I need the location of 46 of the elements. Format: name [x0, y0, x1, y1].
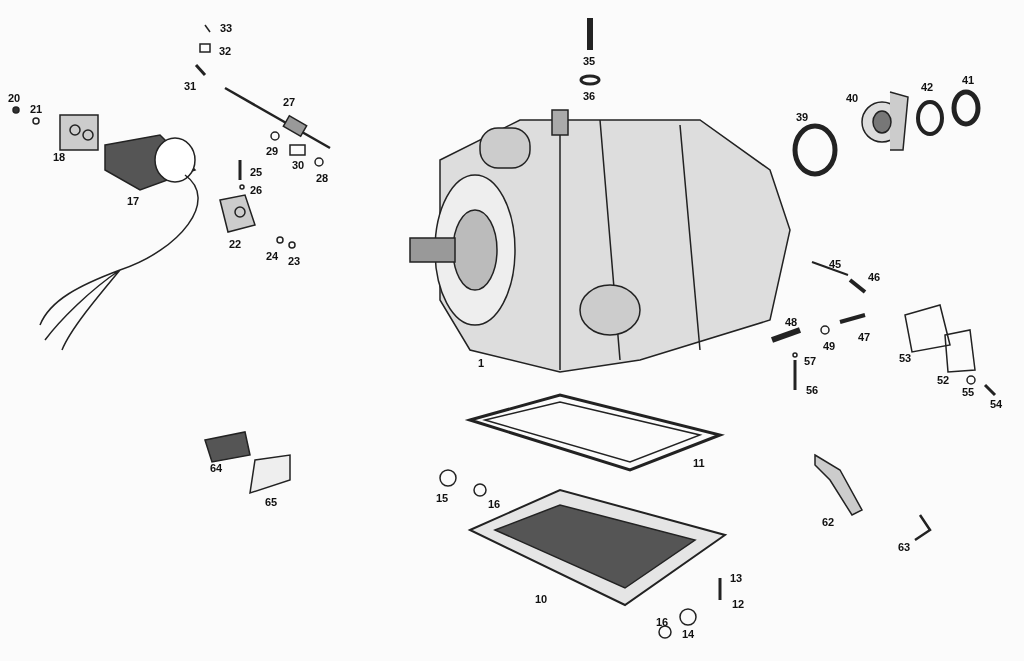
callout-number: 28 — [316, 172, 329, 184]
callout-number: 55 — [962, 386, 975, 398]
callout-number: 46 — [868, 271, 881, 283]
callout-number: 33 — [220, 22, 233, 34]
callout-number: 15 — [436, 492, 449, 504]
callout-number: 49 — [823, 340, 836, 352]
callout-number: 40 — [846, 92, 859, 104]
callout-number: 56 — [806, 384, 819, 396]
callout-number: 45 — [829, 258, 842, 270]
callout-number: 39 — [796, 111, 809, 123]
callout-number: 30 — [292, 159, 305, 171]
callout-number: 31 — [184, 80, 197, 92]
callout-number: 18 — [53, 151, 66, 163]
callout-number: 29 — [266, 145, 279, 157]
callout-number: 12 — [732, 598, 745, 610]
callout-number: 63 — [898, 541, 911, 553]
callout-number: 36 — [583, 90, 596, 102]
callout-number: 41 — [962, 74, 975, 86]
callout-number: 14 — [682, 628, 695, 640]
callout-number: 54 — [990, 398, 1003, 410]
callout-number: 21 — [30, 103, 43, 115]
callout-number: 52 — [937, 374, 950, 386]
callout-number: 16 — [488, 498, 501, 510]
callout-number: 42 — [921, 81, 934, 93]
callout-number: 1 — [478, 357, 485, 369]
callout-number: 11 — [693, 457, 705, 469]
callout-number: 47 — [858, 331, 871, 343]
callout-number: 10 — [535, 593, 548, 605]
callout-number: 20 — [8, 92, 21, 104]
callout-number: 65 — [265, 496, 278, 508]
callout-number: 32 — [219, 45, 232, 57]
callout-number: 27 — [283, 96, 296, 108]
callout-number: 13 — [730, 572, 743, 584]
callout-number: 62 — [822, 516, 835, 528]
callout-number: 16 — [656, 616, 669, 628]
callout-number: 57 — [804, 355, 817, 367]
callout-number: 64 — [210, 462, 223, 474]
callout-number: 26 — [250, 184, 263, 196]
callout-number: 23 — [288, 255, 301, 267]
callout-number: 17 — [127, 195, 140, 207]
callout-number: 48 — [785, 316, 798, 328]
callout-number: 24 — [266, 250, 279, 262]
callout-number: 22 — [229, 238, 242, 250]
callout-number: 53 — [899, 352, 912, 364]
callout-number: 25 — [250, 166, 263, 178]
callout-number: 35 — [583, 55, 596, 67]
